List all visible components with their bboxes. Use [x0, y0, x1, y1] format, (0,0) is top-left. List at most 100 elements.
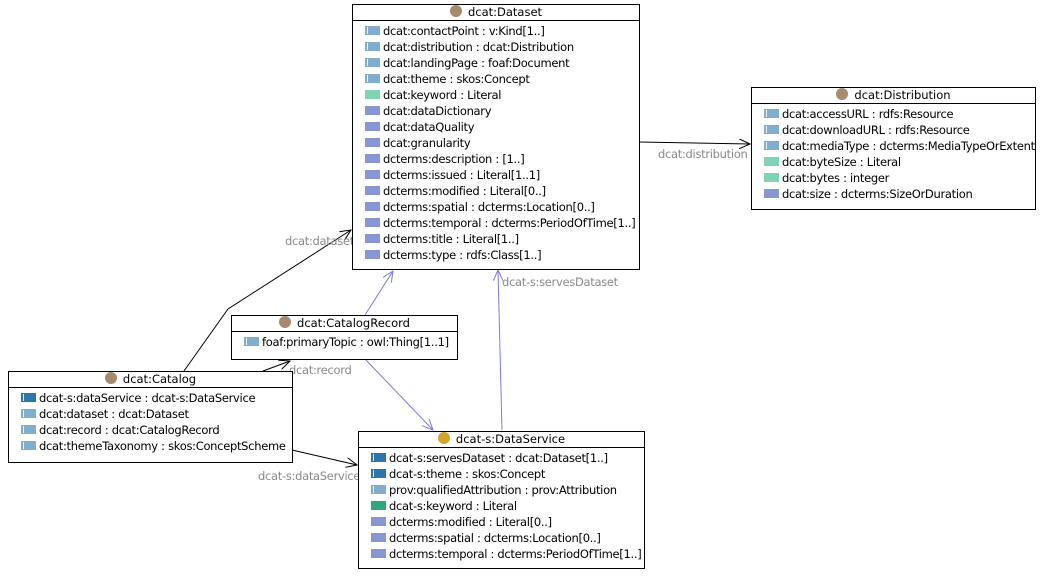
attribute-row[interactable]: dcat-s:theme : skos:Concept — [359, 466, 644, 482]
attribute-row[interactable]: dcat:size : dcterms:SizeOrDuration — [752, 186, 1035, 202]
attribute-row[interactable]: dcat:theme : skos:Concept — [353, 71, 639, 87]
attribute-row[interactable]: dcterms:title : Literal[1..] — [353, 231, 639, 247]
attribute-row[interactable]: dcterms:temporal : dcterms:PeriodOfTime[… — [353, 215, 639, 231]
annotation-property-icon — [365, 138, 380, 147]
attribute-row[interactable]: dcterms:spatial : dcterms:Location[0..] — [359, 530, 644, 546]
attribute-label: dcat:record : dcat:CatalogRecord — [39, 423, 220, 437]
attribute-label: dcat:size : dcterms:SizeOrDuration — [782, 187, 973, 201]
link-label-record: dcat:record — [289, 363, 352, 377]
class-dcat-dataset[interactable]: dcat:Dataset dcat:contactPoint : v:Kind[… — [352, 4, 640, 270]
class-header[interactable]: dcat:Catalog — [9, 372, 292, 388]
attribute-label: foaf:primaryTopic : owl:Thing[1..1] — [262, 335, 449, 349]
class-header[interactable]: dcat:CatalogRecord — [232, 316, 457, 332]
attribute-row[interactable]: dcterms:type : rdfs:Class[1..] — [353, 247, 639, 263]
annotation-property-icon — [365, 202, 380, 211]
attribute-label: dcat:themeTaxonomy : skos:ConceptScheme — [39, 439, 286, 453]
class-header[interactable]: dcat-s:DataService — [359, 432, 644, 448]
annotation-property-icon — [371, 517, 386, 526]
attribute-label: dcterms:temporal : dcterms:PeriodOfTime[… — [383, 216, 636, 230]
object-property-icon — [365, 42, 380, 51]
annotation-property-icon — [365, 170, 380, 179]
object-property-icon — [365, 74, 380, 83]
attribute-row[interactable]: dcterms:issued : Literal[1..1] — [353, 167, 639, 183]
link-record-to-dataset[interactable] — [364, 271, 393, 316]
link-dcat-distribution[interactable] — [638, 142, 750, 144]
link-label-distribution: dcat:distribution — [658, 147, 748, 161]
attribute-label: dcat:dataDictionary — [383, 104, 492, 118]
attribute-label: dcat:downloadURL : rdfs:Resource — [782, 123, 970, 137]
attribute-row[interactable]: dcterms:description : [1..] — [353, 151, 639, 167]
attribute-label: dcat:keyword : Literal — [383, 88, 502, 102]
class-dcat-distribution[interactable]: dcat:Distribution dcat:accessURL : rdfs:… — [751, 87, 1036, 210]
attribute-row[interactable]: dcterms:modified : Literal[0..] — [359, 514, 644, 530]
class-header[interactable]: dcat:Distribution — [752, 88, 1035, 104]
attribute-label: dcterms:description : [1..] — [383, 152, 525, 166]
attribute-row[interactable]: dcterms:temporal : dcterms:PeriodOfTime[… — [359, 546, 644, 562]
attribute-label: dcat-s:dataService : dcat-s:DataService — [39, 391, 256, 405]
attribute-label: dcat:dataQuality — [383, 120, 475, 134]
attribute-label: dcterms:issued : Literal[1..1] — [383, 168, 540, 182]
annotation-property-icon — [365, 122, 380, 131]
attribute-list: foaf:primaryTopic : owl:Thing[1..1] — [232, 332, 457, 350]
attribute-row[interactable]: dcat:granularity — [353, 135, 639, 151]
attribute-row[interactable]: dcat:record : dcat:CatalogRecord — [9, 422, 292, 438]
class-dcat-s-dataservice[interactable]: dcat-s:DataService dcat-s:servesDataset … — [358, 431, 645, 569]
attribute-label: dcterms:modified : Literal[0..] — [389, 515, 552, 529]
annotation-property-icon — [365, 234, 380, 243]
link-dcat-record[interactable] — [262, 361, 290, 372]
attribute-label: dcat:accessURL : rdfs:Resource — [782, 107, 954, 121]
datatype-property-icon — [365, 90, 380, 99]
link-record-to-dataservice[interactable] — [364, 358, 433, 430]
object-property-icon — [21, 393, 36, 402]
attribute-row[interactable]: dcat:bytes : integer — [752, 170, 1035, 186]
attribute-label: dcat:contactPoint : v:Kind[1..] — [383, 24, 545, 38]
class-dcat-catalogrecord[interactable]: dcat:CatalogRecord foaf:primaryTopic : o… — [231, 315, 458, 360]
link-dcat-s-servesDataset[interactable] — [498, 270, 502, 431]
attribute-label: dcterms:modified : Literal[0..] — [383, 184, 546, 198]
attribute-row[interactable]: dcat-s:servesDataset : dcat:Dataset[1..] — [359, 450, 644, 466]
attribute-row[interactable]: dcterms:spatial : dcterms:Location[0..] — [353, 199, 639, 215]
attribute-label: prov:qualifiedAttribution : prov:Attribu… — [389, 483, 617, 497]
class-title: dcat:Catalog — [122, 372, 197, 386]
attribute-row[interactable]: dcat:contactPoint : v:Kind[1..] — [353, 23, 639, 39]
link-dcat-dataset[interactable] — [183, 230, 351, 372]
attribute-label: dcat:distribution : dcat:Distribution — [383, 40, 574, 54]
object-property-icon — [365, 26, 380, 35]
attribute-row[interactable]: dcat:landingPage : foaf:Document — [353, 55, 639, 71]
attribute-row[interactable]: dcat-s:keyword : Literal — [359, 498, 644, 514]
attribute-row[interactable]: dcat:byteSize : Literal — [752, 154, 1035, 170]
attribute-label: dcat:landingPage : foaf:Document — [383, 56, 570, 70]
link-dcat-s-dataService[interactable] — [291, 449, 357, 465]
object-property-icon — [371, 485, 386, 494]
attribute-row[interactable]: dcat:keyword : Literal — [353, 87, 639, 103]
attribute-row[interactable]: dcat:accessURL : rdfs:Resource — [752, 106, 1035, 122]
attribute-row[interactable]: dcat:distribution : dcat:Distribution — [353, 39, 639, 55]
attribute-label: dcterms:spatial : dcterms:Location[0..] — [383, 200, 595, 214]
attribute-row[interactable]: dcat:mediaType : dcterms:MediaTypeOrExte… — [752, 138, 1035, 154]
attribute-row[interactable]: prov:qualifiedAttribution : prov:Attribu… — [359, 482, 644, 498]
attribute-row[interactable]: dcat:themeTaxonomy : skos:ConceptScheme — [9, 438, 292, 454]
class-header[interactable]: dcat:Dataset — [353, 5, 639, 21]
object-property-icon — [764, 125, 779, 134]
attribute-row[interactable]: dcat:dataQuality — [353, 119, 639, 135]
attribute-row[interactable]: dcterms:modified : Literal[0..] — [353, 183, 639, 199]
object-property-icon — [371, 453, 386, 462]
attribute-row[interactable]: dcat-s:dataService : dcat-s:DataService — [9, 390, 292, 406]
attribute-label: dcat-s:theme : skos:Concept — [389, 467, 546, 481]
class-title: dcat:CatalogRecord — [297, 316, 410, 330]
service-dot-icon — [437, 432, 450, 444]
attribute-label: dcat:mediaType : dcterms:MediaTypeOrExte… — [782, 139, 1035, 153]
object-property-icon — [371, 469, 386, 478]
link-label-servesdataset: dcat-s:servesDataset — [502, 275, 618, 289]
attribute-row[interactable]: dcat:downloadURL : rdfs:Resource — [752, 122, 1035, 138]
attribute-label: dcterms:spatial : dcterms:Location[0..] — [389, 531, 601, 545]
attribute-row[interactable]: dcat:dataDictionary — [353, 103, 639, 119]
link-label-dataset: dcat:dataset — [285, 234, 354, 248]
annotation-property-icon — [365, 106, 380, 115]
attribute-row[interactable]: dcat:dataset : dcat:Dataset — [9, 406, 292, 422]
attribute-row[interactable]: foaf:primaryTopic : owl:Thing[1..1] — [232, 334, 457, 350]
class-dcat-catalog[interactable]: dcat:Catalog dcat-s:dataService : dcat-s… — [8, 371, 293, 463]
class-dot-icon — [279, 316, 292, 328]
attribute-label: dcterms:temporal : dcterms:PeriodOfTime[… — [389, 547, 642, 561]
